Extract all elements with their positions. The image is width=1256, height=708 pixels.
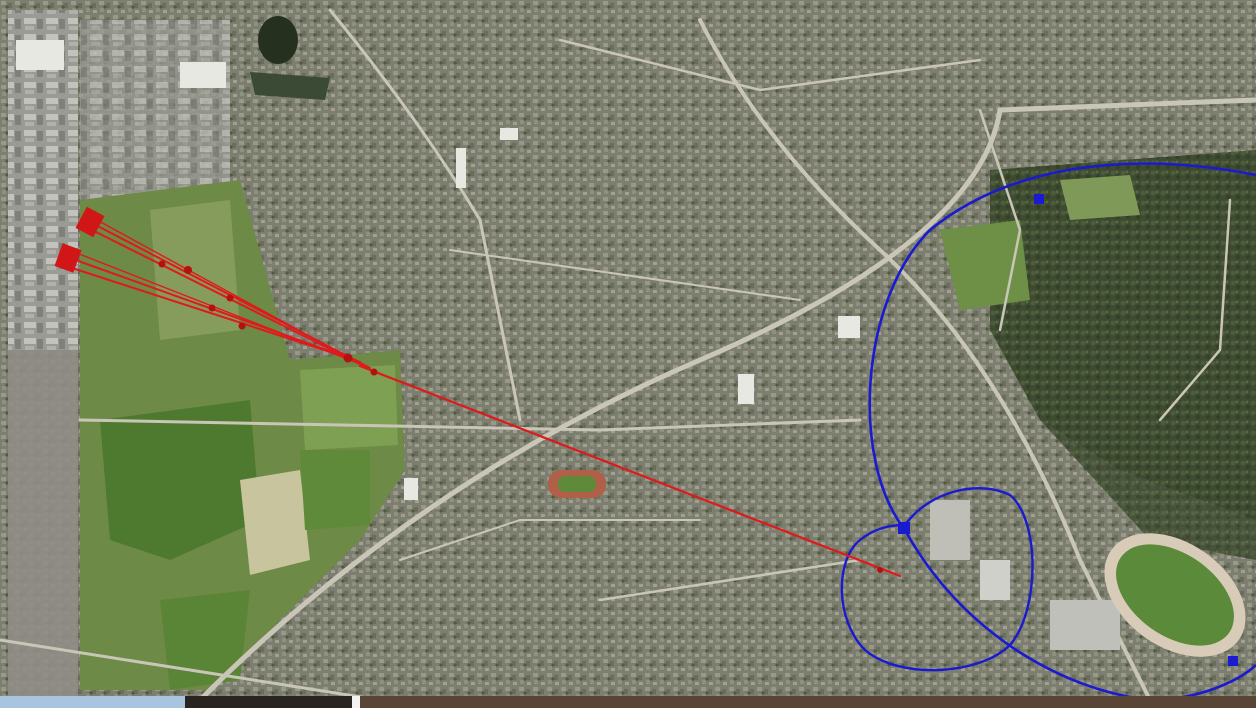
field-bright	[100, 400, 260, 560]
ring-marker-southeast	[1228, 656, 1238, 666]
pond-north	[250, 72, 330, 100]
racetrack	[1104, 533, 1246, 657]
lake-north	[258, 16, 298, 64]
bottom-strip-dark	[185, 696, 355, 708]
bottom-strip-blue	[0, 696, 185, 708]
field-south	[160, 590, 250, 690]
bottom-image-strip	[0, 696, 1256, 708]
field-strip	[150, 200, 240, 340]
field-light	[300, 365, 398, 450]
industrial-zone-north	[80, 20, 230, 200]
bottom-strip-white	[352, 696, 360, 708]
clearing-northeast	[1060, 175, 1140, 220]
ring-marker-north	[1034, 194, 1044, 204]
ring-marker-junction	[898, 522, 910, 534]
large-ring-south-arc	[903, 529, 1256, 702]
beamline-nodes	[158, 260, 883, 573]
field-beige	[240, 470, 310, 575]
forest-southeast	[1040, 420, 1256, 560]
field-green-2	[300, 450, 370, 530]
large-ring	[868, 162, 1256, 531]
sports-field	[548, 470, 606, 498]
buildings	[16, 40, 1120, 650]
road-network	[0, 8, 1256, 703]
small-ring	[840, 487, 1034, 672]
beamline-source-blocks	[54, 206, 105, 273]
dense-city-west	[8, 350, 78, 696]
bottom-strip-brown	[360, 696, 1256, 708]
